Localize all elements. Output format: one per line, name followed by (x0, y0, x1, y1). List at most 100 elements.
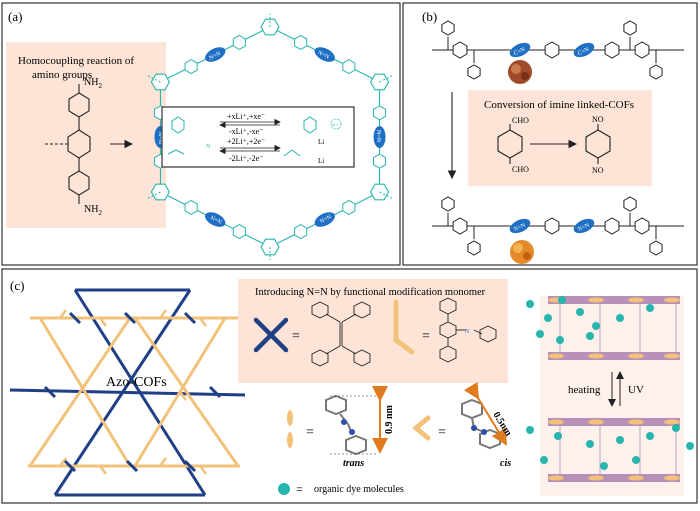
dye-molecule (526, 426, 534, 434)
dye-molecule (616, 436, 624, 444)
phenyl-ring (294, 224, 308, 240)
linker-side-arm (199, 317, 207, 327)
lattice-node-mark (183, 459, 197, 473)
box-li-top: Li (318, 138, 324, 146)
panel-b-label: (b) (422, 9, 437, 24)
branch-ring (467, 240, 481, 256)
equals-4: = (438, 425, 446, 440)
dye-molecule (592, 322, 600, 330)
framework-extension (379, 74, 393, 83)
dye-molecules (526, 296, 694, 470)
conversion-box (468, 90, 652, 186)
pore-linker (548, 353, 564, 359)
dye-molecule (554, 432, 562, 440)
phenyl-ring (184, 199, 198, 215)
azo-ellipse (509, 218, 531, 234)
dye-molecule (616, 314, 624, 322)
pore-linker (588, 475, 604, 481)
pore-linker (664, 475, 680, 481)
pore-wall-top (548, 296, 680, 304)
azo-cofs-name: Azo-COFs (106, 375, 167, 390)
chain-ring (452, 217, 468, 235)
cho-top: CHO (512, 116, 529, 125)
lattice-node-mark (68, 311, 82, 325)
lattice-node-mark (43, 385, 57, 399)
dye-molecule (576, 308, 584, 316)
azo-ellipse (373, 126, 386, 148)
imine-cof-chain: C=N C=N (432, 20, 684, 80)
azo-ellipse (205, 47, 226, 62)
azo-unit: N=N (573, 218, 595, 234)
panel-a-label: (a) (8, 9, 22, 24)
pore-linker (548, 419, 564, 425)
tetraphenylethylene-structure (311, 301, 371, 367)
equals-2: = (422, 329, 430, 344)
panel-a: (a) Homocoupling reaction of amino group… (1, 2, 401, 266)
dye-molecule (556, 336, 564, 344)
dye-legend-text: organic dye molecules (314, 484, 404, 495)
azo-cof-kagome-lattice (9, 288, 246, 497)
pore-channel-after (548, 418, 680, 482)
azo-unit: N=N (205, 47, 226, 62)
pore-linker (628, 419, 644, 425)
azo-unit: C=N (573, 42, 595, 58)
linker-side-arm (59, 457, 67, 467)
linker-side-arm (79, 383, 87, 393)
pore-linker (664, 419, 680, 425)
azo-ellipse (314, 47, 335, 62)
dye-legend-dot (278, 483, 290, 495)
box-top-reverse: -xLi⁺,-xe⁻ (229, 127, 263, 136)
lattice-node-mark (183, 311, 197, 325)
equals-5: = (296, 482, 303, 496)
phenyl-ring (184, 59, 198, 75)
dye-molecule (544, 314, 552, 322)
pore-linker (588, 297, 604, 303)
box-li-bottom: Li (318, 157, 324, 165)
pore-linker (664, 297, 680, 303)
chain-ring (634, 217, 650, 235)
linker-side-arm (159, 309, 167, 319)
pore-linker (588, 353, 604, 359)
branch-ring (441, 196, 455, 212)
panel-c-label: (c) (10, 278, 24, 293)
tetraphenyl-node-symbol (253, 317, 289, 353)
chain-ring (634, 41, 650, 59)
phenyl-ring (342, 59, 356, 75)
no-top: NO (592, 115, 604, 124)
azo-unit: N=N (373, 126, 386, 148)
chain-ring (604, 41, 620, 59)
pore-linker (628, 297, 644, 303)
azo-unit: N=N (314, 47, 335, 62)
azo-unit: N=N (205, 212, 226, 227)
pore-wall-bottom (548, 474, 680, 482)
panel-c: (c) Azo-COFs Introducing N=N by function… (1, 268, 698, 504)
azo-ellipse (573, 218, 595, 234)
dye-molecule (672, 424, 680, 432)
dye-molecule (632, 456, 640, 464)
linker-side-arm (99, 465, 107, 475)
nh2-bottom: NH2 (84, 204, 102, 217)
trans-distance: 0.9 nm (384, 404, 395, 434)
azo-n1: N (465, 329, 470, 335)
azo-ellipse-label: N=N (317, 50, 331, 61)
equals-1: = (292, 329, 300, 344)
lithiation-box: xLi Li Li N +xLi⁺,+xe⁻ -xLi⁺,-xe⁻ +2Li⁺,… (161, 106, 355, 168)
box-bottom-reverse: -2Li⁺,-2e⁻ (229, 154, 263, 163)
lattice-linker-edge (133, 317, 240, 467)
linker-side-arm (179, 391, 187, 401)
phenyl-ring (232, 34, 246, 50)
chain-ring (544, 41, 560, 59)
dye-molecule (586, 440, 594, 448)
cho-bottom: CHO (512, 165, 529, 174)
branch-ring (649, 64, 663, 80)
azo-unit: C=N (509, 42, 531, 58)
azo-ellipse (573, 42, 595, 58)
azo-ellipse-label: N=N (375, 130, 381, 143)
pore-linker (588, 419, 604, 425)
azo-ellipse-label: C=N (577, 46, 591, 57)
azo-cof-powder (510, 240, 534, 264)
azobenzene-linker-structure (439, 297, 497, 363)
lattice-node-mark (123, 311, 137, 325)
chain-ring (452, 41, 468, 59)
